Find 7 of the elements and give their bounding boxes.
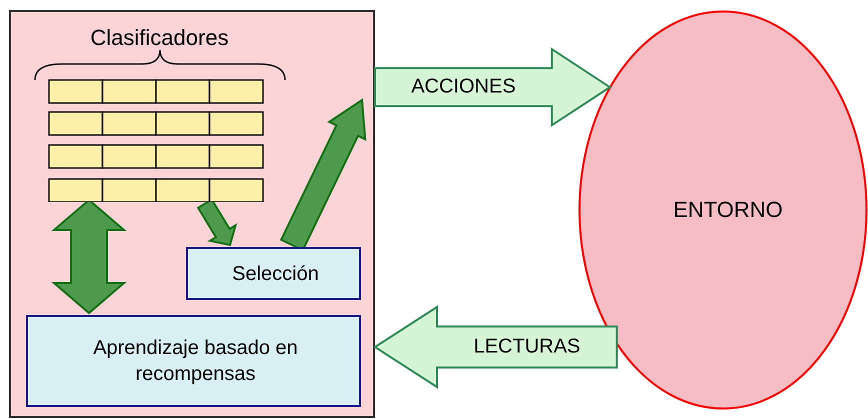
node-label: Aprendizaje basado en recompensas — [92, 336, 299, 387]
process-box — [186, 247, 361, 300]
node-label: Selección — [231, 262, 320, 286]
process-box — [26, 315, 361, 407]
node-label: ENTORNO — [672, 196, 784, 224]
agent-panel — [9, 10, 375, 418]
heading: Clasificadores — [89, 24, 230, 52]
